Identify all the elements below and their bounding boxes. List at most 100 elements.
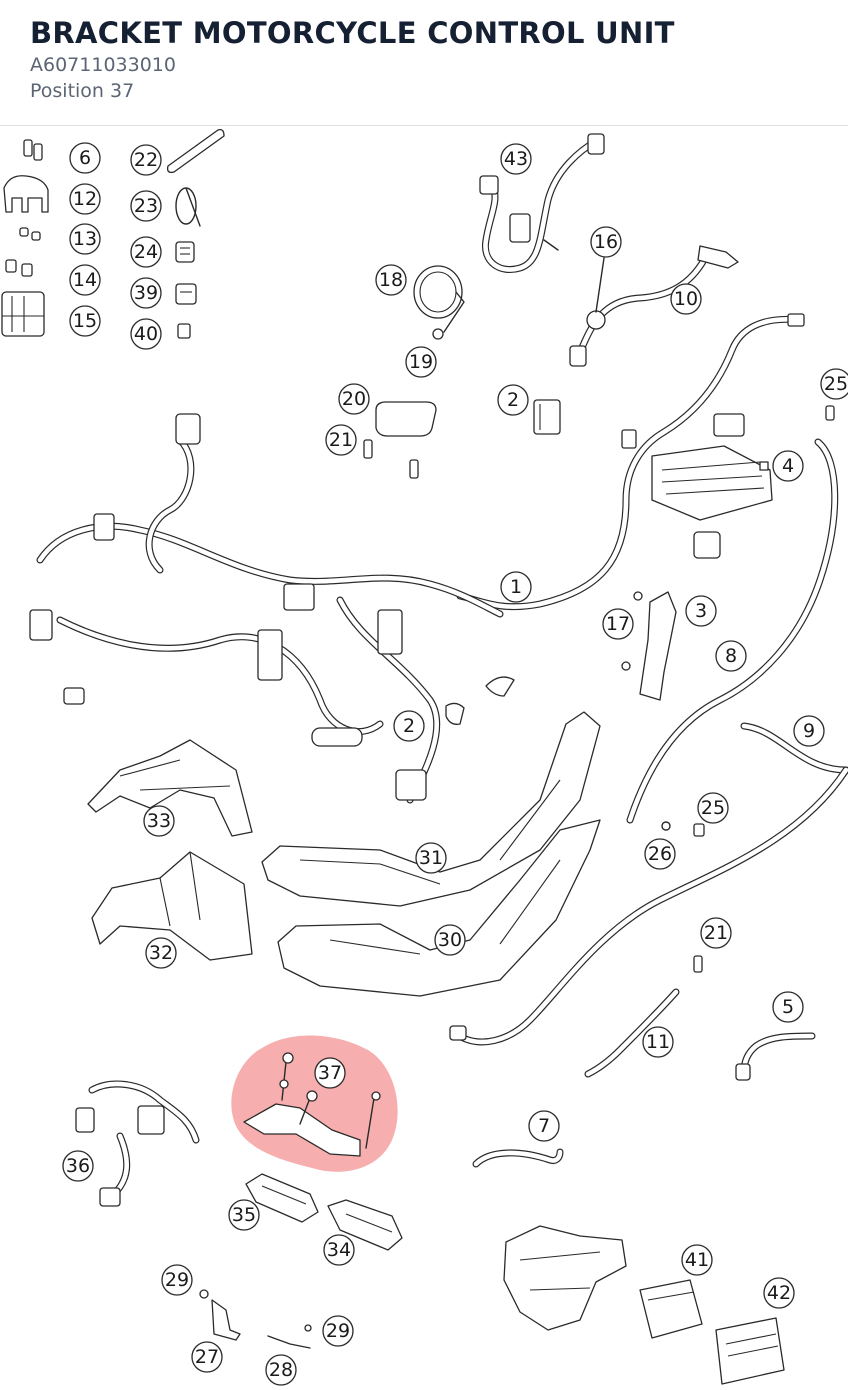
callout-26[interactable]: 26 [644, 838, 676, 870]
harness-43 [479, 133, 605, 273]
callout-32[interactable]: 32 [145, 937, 177, 969]
callout-19-text: 19 [409, 351, 433, 373]
callout-18[interactable]: 18 [375, 264, 407, 296]
callout-19[interactable]: 19 [405, 346, 437, 378]
callout-14[interactable]: 14 [69, 264, 101, 296]
callout-42[interactable]: 42 [763, 1277, 795, 1309]
main-harness-1 [29, 413, 515, 804]
callout-6[interactable]: 6 [69, 142, 101, 174]
callout-8[interactable]: 8 [715, 640, 747, 672]
callout-23-text: 23 [134, 195, 158, 217]
callout-7[interactable]: 7 [528, 1110, 560, 1142]
callout-30[interactable]: 30 [434, 924, 466, 956]
callout-37[interactable]: 37 [314, 1057, 346, 1089]
callout-25-top-text: 25 [824, 373, 848, 395]
callout-2-mid-text: 2 [403, 715, 415, 737]
page-title: BRACKET MOTORCYCLE CONTROL UNIT [30, 16, 675, 50]
callout-9[interactable]: 9 [793, 715, 825, 747]
callout-labels: 6 12 13 14 15 22 23 24 39 40 43 16 10 18… [62, 142, 848, 1386]
callout-21-mid[interactable]: 21 [700, 917, 732, 949]
callout-1-text: 1 [510, 576, 522, 598]
callout-18-text: 18 [379, 269, 403, 291]
callout-2-top[interactable]: 2 [497, 384, 529, 416]
callout-1[interactable]: 1 [500, 571, 532, 603]
callout-29-right[interactable]: 29 [322, 1315, 354, 1347]
callout-3[interactable]: 3 [685, 595, 717, 627]
cables-11-5-7 [472, 988, 816, 1168]
callout-41-text: 41 [685, 1249, 709, 1271]
control-units-41-42 [639, 1279, 785, 1385]
callout-33[interactable]: 33 [143, 805, 175, 837]
callout-34-text: 34 [327, 1239, 351, 1261]
callout-17-text: 17 [606, 613, 630, 635]
bottom-small-parts [199, 1289, 312, 1349]
callout-15[interactable]: 15 [69, 305, 101, 337]
callout-37-text: 37 [318, 1062, 342, 1084]
horn-18 [413, 265, 465, 340]
callout-34[interactable]: 34 [323, 1234, 355, 1266]
callout-20[interactable]: 20 [338, 383, 370, 415]
hardware-26-25-21 [661, 821, 705, 973]
callout-16[interactable]: 16 [590, 226, 622, 258]
callout-12[interactable]: 12 [69, 183, 101, 215]
callout-7-text: 7 [538, 1115, 550, 1137]
callout-11-text: 11 [646, 1031, 670, 1053]
callout-43-text: 43 [504, 148, 528, 170]
callout-39-text: 39 [134, 282, 158, 304]
callout-10-text: 10 [674, 288, 698, 310]
callout-8-text: 8 [725, 645, 737, 667]
callout-21-top[interactable]: 21 [325, 424, 357, 456]
callout-41[interactable]: 41 [681, 1244, 713, 1276]
callout-43[interactable]: 43 [500, 143, 532, 175]
callout-22-text: 22 [134, 149, 158, 171]
callout-36-text: 36 [66, 1155, 90, 1177]
callout-25-mid[interactable]: 25 [697, 792, 729, 824]
callout-11[interactable]: 11 [642, 1026, 674, 1058]
cover-20 [363, 401, 437, 479]
position-37-highlight[interactable] [231, 1035, 398, 1172]
callout-28[interactable]: 28 [265, 1354, 297, 1386]
callout-4[interactable]: 4 [772, 450, 804, 482]
callout-5-text: 5 [782, 996, 794, 1018]
callout-5[interactable]: 5 [772, 991, 804, 1023]
callout-25-top[interactable]: 25 [820, 368, 848, 400]
bracket-37-part[interactable] [243, 1052, 381, 1157]
callout-26-text: 26 [648, 843, 672, 865]
callout-15-text: 15 [73, 310, 97, 332]
cable-8 [626, 438, 839, 824]
callout-31-text: 31 [419, 847, 443, 869]
position-label: Position 37 [30, 80, 135, 102]
bracket-33 [87, 739, 253, 837]
callout-40-text: 40 [134, 323, 158, 345]
callout-33-text: 33 [147, 810, 171, 832]
holder-32 [91, 851, 253, 961]
callout-12-text: 12 [73, 188, 97, 210]
callout-35-text: 35 [232, 1204, 256, 1226]
callout-40[interactable]: 40 [130, 318, 162, 350]
callout-36[interactable]: 36 [62, 1150, 94, 1182]
callout-27[interactable]: 27 [191, 1341, 223, 1373]
callout-22[interactable]: 22 [130, 144, 162, 176]
fuse-box-harness [456, 313, 835, 611]
callout-27-text: 27 [195, 1346, 219, 1368]
callout-23[interactable]: 23 [130, 190, 162, 222]
callout-29-right-text: 29 [326, 1320, 350, 1342]
callout-39[interactable]: 39 [130, 277, 162, 309]
callout-29-left[interactable]: 29 [161, 1264, 193, 1296]
callout-2-top-text: 2 [507, 389, 519, 411]
callout-24[interactable]: 24 [130, 236, 162, 268]
callout-31[interactable]: 31 [415, 842, 447, 874]
callout-21-top-text: 21 [329, 429, 353, 451]
callout-17[interactable]: 17 [602, 608, 634, 640]
callout-25-mid-text: 25 [701, 797, 725, 819]
callout-14-text: 14 [73, 269, 97, 291]
callout-10[interactable]: 10 [670, 283, 702, 315]
callout-16-text: 16 [594, 231, 618, 253]
callout-35[interactable]: 35 [228, 1199, 260, 1231]
callout-21-mid-text: 21 [704, 922, 728, 944]
bracket-3 [621, 591, 677, 701]
relay-2 [533, 399, 561, 435]
frame-subassembly [503, 1225, 627, 1331]
callout-2-mid[interactable]: 2 [393, 710, 425, 742]
callout-13[interactable]: 13 [69, 223, 101, 255]
